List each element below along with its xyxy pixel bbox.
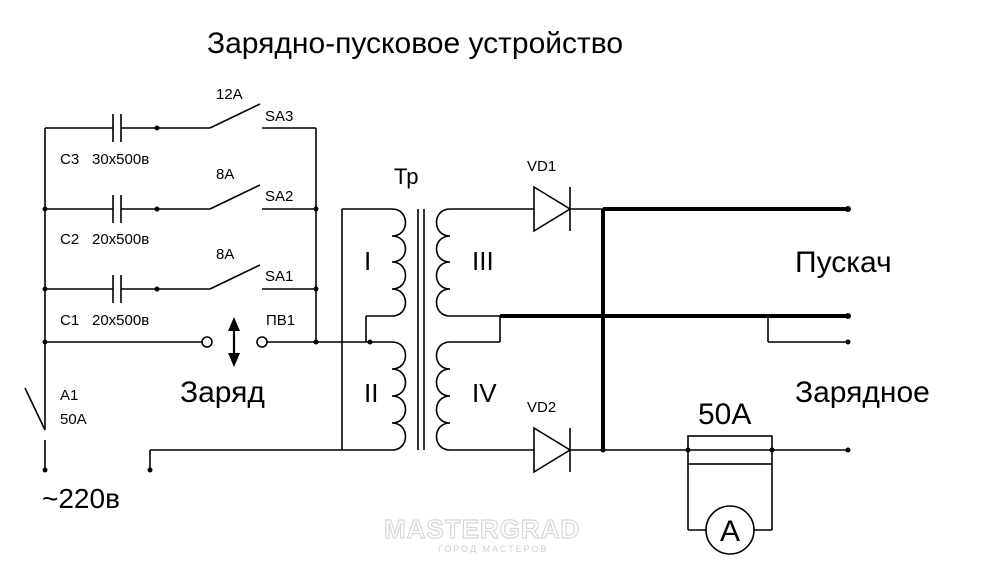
mains-input: ~220в bbox=[42, 449, 342, 514]
winding-ii-coil bbox=[391, 341, 407, 451]
transformer-tr: Тр I II III IV bbox=[341, 164, 497, 451]
sa2-name: SA2 bbox=[265, 188, 293, 205]
sa2-current: 8A bbox=[216, 166, 234, 183]
winding-i-label: I bbox=[364, 246, 371, 276]
vd1-label: VD1 bbox=[527, 158, 556, 175]
diagram-title: Зарядно-пусковое устройство bbox=[207, 27, 623, 60]
sa1-current: 8A bbox=[216, 246, 234, 263]
capacitor-bank: C3 30x500в C2 20x500в C1 20x500в bbox=[42, 114, 210, 345]
transformer-name: Тр bbox=[394, 164, 418, 189]
switch-group: 12A SA3 8A SA2 8A SA1 bbox=[209, 86, 319, 342]
c3-name: C3 bbox=[60, 151, 79, 168]
winding-i-coil bbox=[391, 208, 407, 317]
charge-output-label: Зарядное bbox=[795, 376, 930, 409]
selector-arrow-icon bbox=[228, 317, 240, 367]
start-output-label: Пускач bbox=[795, 246, 892, 279]
capacitor-c2 bbox=[45, 195, 210, 223]
switch-sa1 bbox=[209, 264, 261, 290]
watermark-sub: ГОРОД МАСТЕРОВ bbox=[438, 544, 548, 554]
sa3-name: SA3 bbox=[265, 108, 293, 125]
c2-name: C2 bbox=[60, 231, 79, 248]
c2-value: 20x500в bbox=[92, 231, 149, 248]
sa1-name: SA1 bbox=[265, 268, 293, 285]
winding-ii-label: II bbox=[364, 378, 378, 408]
supply-voltage: ~220в bbox=[42, 483, 120, 514]
pv1-name: ПВ1 bbox=[266, 312, 295, 329]
breaker-rating: 50A bbox=[60, 411, 87, 428]
winding-iv-label: IV bbox=[472, 378, 497, 408]
c1-name: C1 bbox=[60, 312, 79, 329]
c3-value: 30x500в bbox=[92, 151, 149, 168]
diode-vd2 bbox=[533, 426, 572, 474]
watermark: MASTERGRAD ГОРОД МАСТЕРОВ bbox=[383, 513, 580, 554]
capacitor-c3 bbox=[45, 114, 210, 142]
vd2-label: VD2 bbox=[527, 399, 556, 416]
ammeter-icon bbox=[705, 505, 755, 555]
ammeter-range: 50A bbox=[698, 398, 751, 431]
watermark-main: MASTERGRAD bbox=[384, 514, 580, 544]
mode-switch-pv1: ПВ1 Заряд bbox=[45, 312, 373, 409]
sa3-current: 12A bbox=[216, 86, 243, 103]
switch-sa2 bbox=[209, 184, 261, 210]
c1-value: 20x500в bbox=[92, 312, 149, 329]
switch-sa3 bbox=[209, 103, 261, 129]
winding-iv-coil bbox=[435, 341, 451, 451]
winding-iii-coil bbox=[435, 208, 451, 317]
diode-vd1 bbox=[533, 185, 572, 233]
breaker-a1: A1 50A bbox=[24, 342, 87, 473]
winding-iii-label: III bbox=[472, 246, 494, 276]
ammeter-symbol: A bbox=[720, 515, 740, 548]
charge-mode-label: Заряд bbox=[180, 376, 265, 409]
breaker-name: A1 bbox=[60, 387, 78, 404]
output-buses: Пускач Зарядное bbox=[500, 206, 930, 453]
ammeter-shunt: 50A A bbox=[685, 398, 775, 555]
capacitor-c1 bbox=[45, 275, 210, 303]
rectifier: VD1 VD2 bbox=[450, 158, 603, 474]
